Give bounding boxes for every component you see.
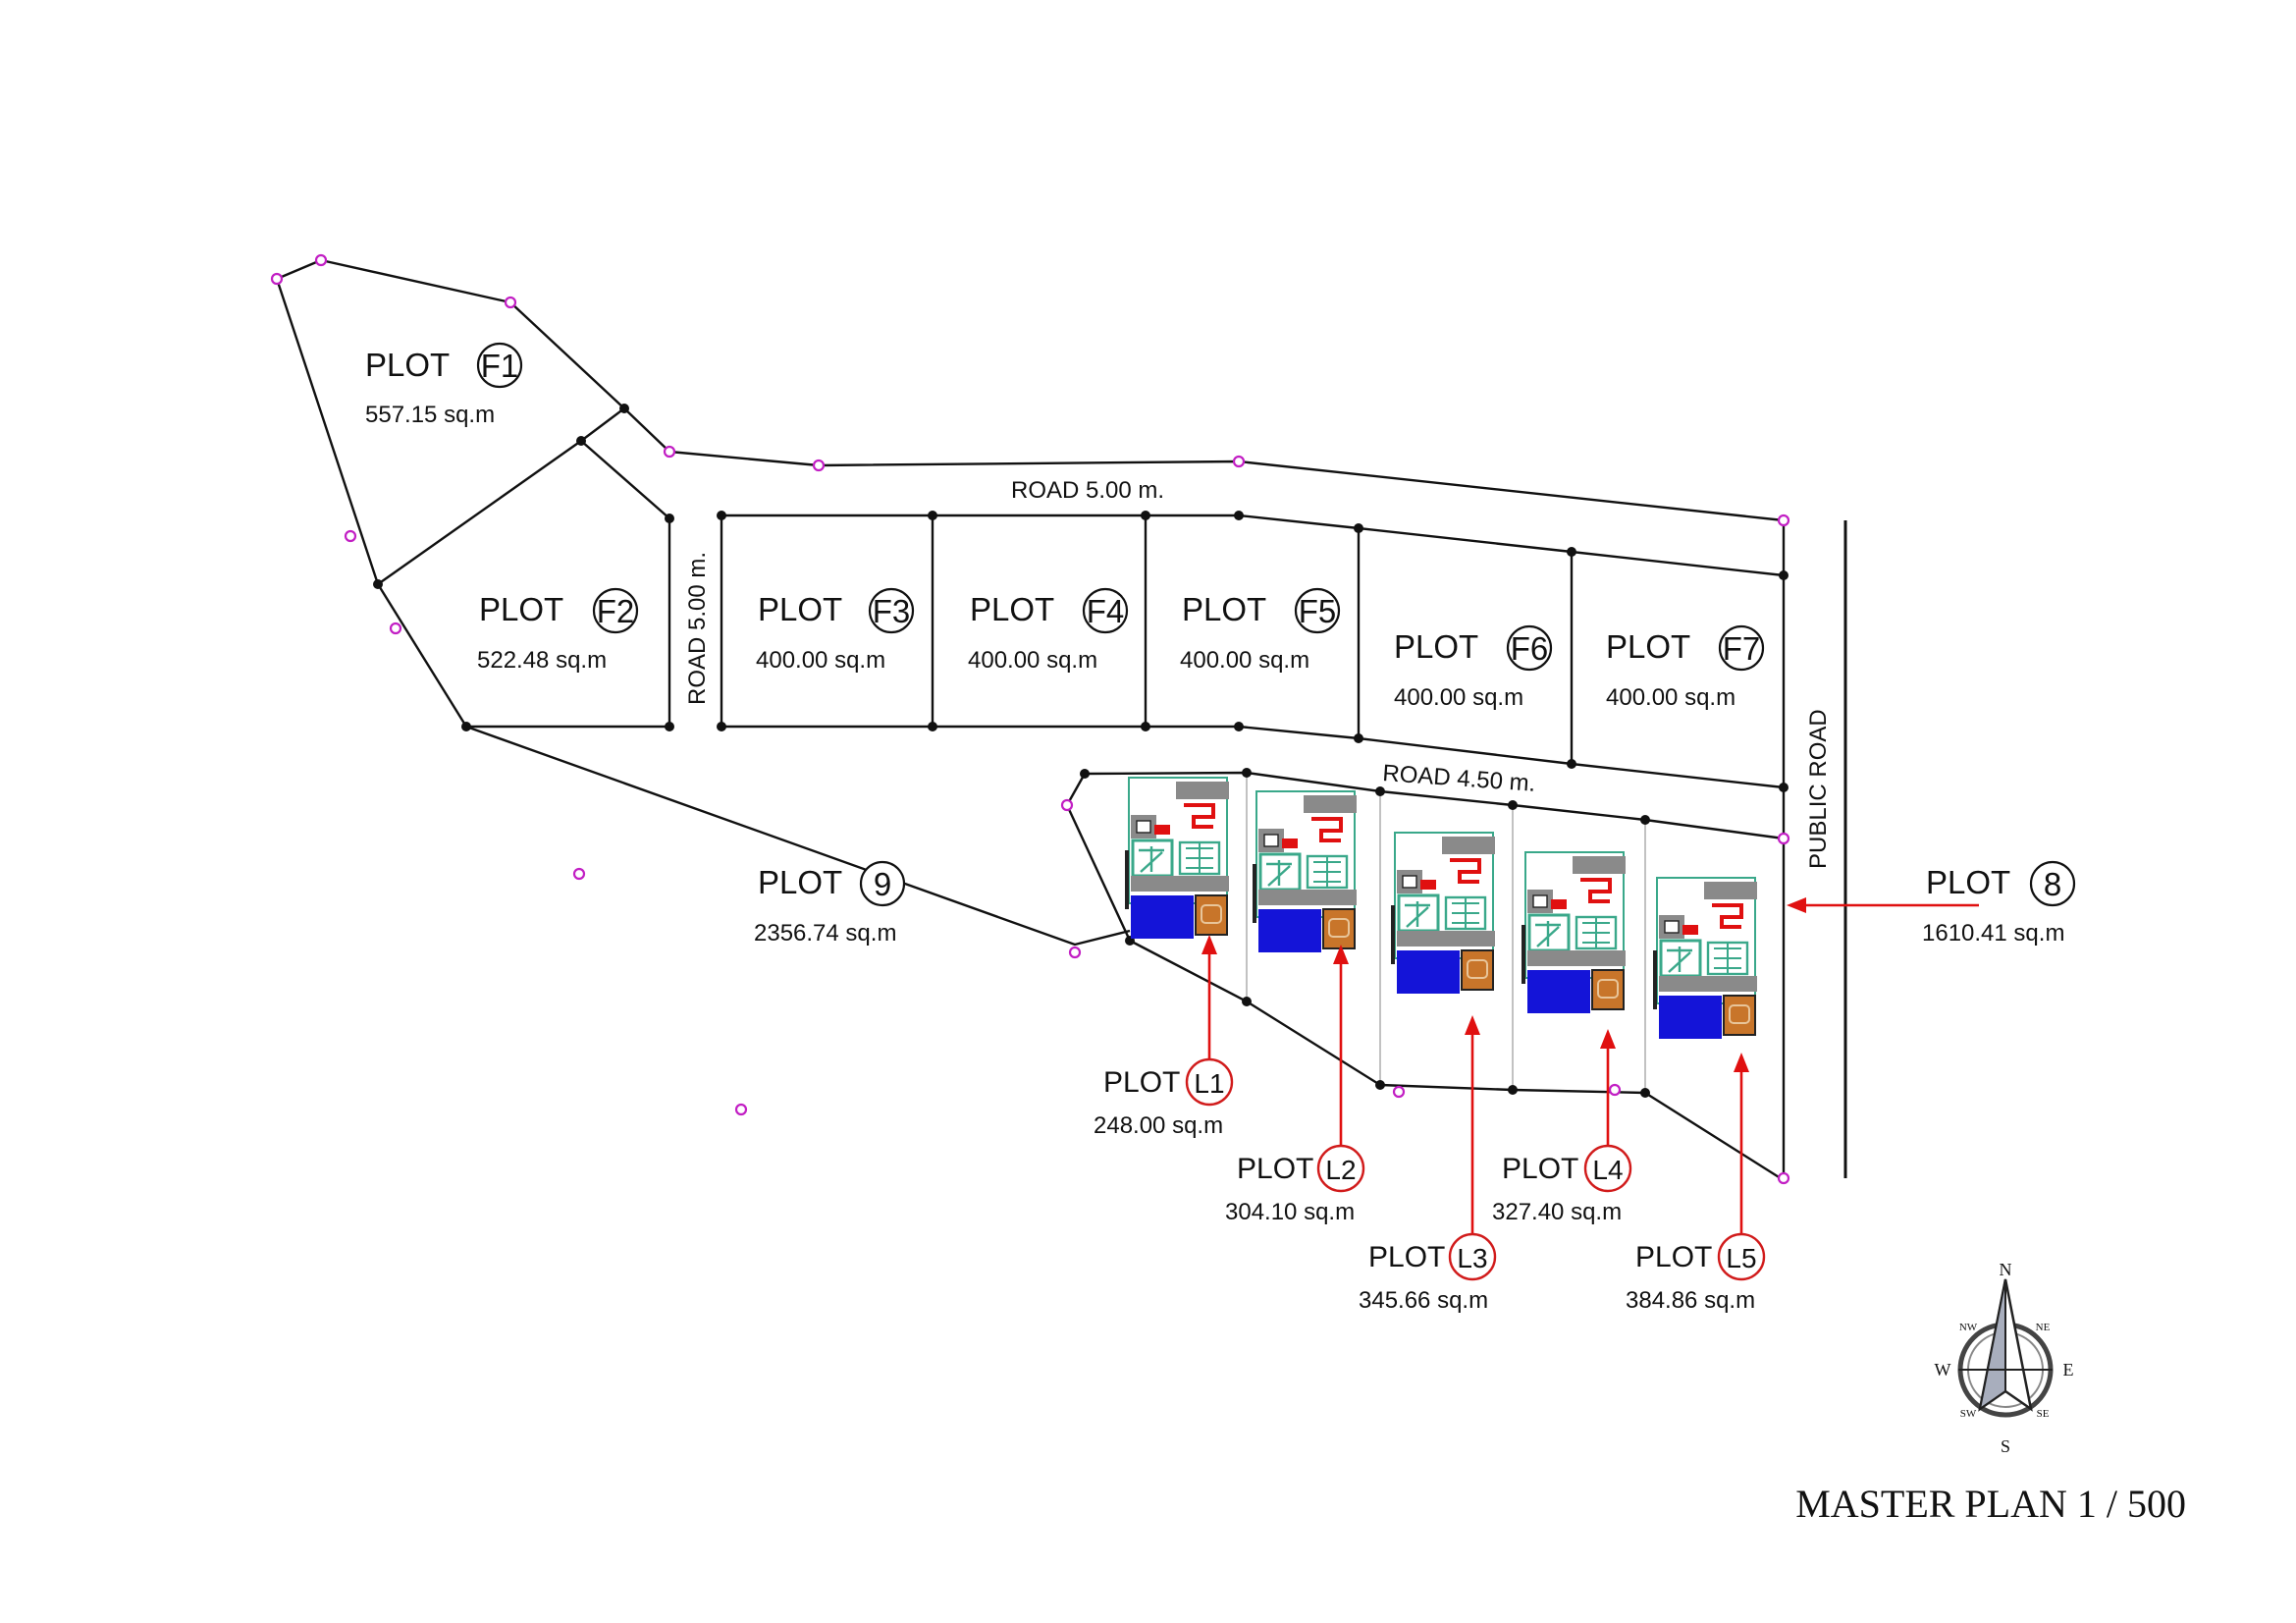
plot-f7-label: PLOT F7 400.00 sq.m [1606, 624, 1765, 711]
svg-text:L4: L4 [1592, 1155, 1623, 1185]
compass-s: S [2001, 1436, 2010, 1456]
boundary-f-row-top [721, 514, 1785, 577]
svg-text:PLOT: PLOT [479, 591, 563, 627]
svg-text:PLOT: PLOT [1926, 864, 2010, 900]
plot-f6-label: PLOT F6 400.00 sq.m [1394, 624, 1553, 711]
svg-text:PLOT: PLOT [1606, 628, 1690, 665]
villa-l4 [1520, 850, 1628, 1015]
plot-f5-label: PLOT F5 400.00 sq.m [1180, 587, 1341, 674]
plot-l3-label: PLOT L3 345.66 sq.m [1359, 1015, 1497, 1314]
svg-text:327.40 sq.m: 327.40 sq.m [1492, 1199, 1622, 1225]
svg-text:304.10 sq.m: 304.10 sq.m [1225, 1199, 1355, 1225]
svg-text:F3: F3 [873, 593, 911, 629]
svg-text:2356.74 sq.m: 2356.74 sq.m [754, 920, 896, 947]
boundary-f1-south [580, 407, 625, 442]
svg-text:PLOT: PLOT [1394, 628, 1478, 665]
svg-text:400.00 sq.m: 400.00 sq.m [968, 647, 1097, 674]
svg-text:F2: F2 [597, 593, 635, 629]
svg-text:PLOT: PLOT [365, 347, 450, 383]
svg-text:PLOT: PLOT [758, 591, 842, 627]
road-mid-label: ROAD 4.50 m. [1382, 760, 1537, 797]
road-side-label: ROAD 5.00 m. [684, 552, 711, 705]
boundary-outer-west [275, 258, 1131, 947]
svg-text:557.15 sq.m: 557.15 sq.m [365, 402, 495, 428]
villa-l2 [1251, 789, 1359, 954]
svg-text:PLOT: PLOT [1103, 1066, 1180, 1099]
villa-footprints [1123, 776, 1759, 1041]
plot-l5-label: PLOT L5 384.86 sq.m [1626, 1053, 1766, 1314]
svg-text:PLOT: PLOT [1368, 1241, 1445, 1273]
svg-text:400.00 sq.m: 400.00 sq.m [1180, 647, 1309, 674]
plot-l4-label: PLOT L4 327.40 sq.m [1492, 1029, 1632, 1225]
north-arrow-compass: N S E W NW NE SW SE [1935, 1260, 2074, 1456]
svg-text:248.00 sq.m: 248.00 sq.m [1094, 1112, 1223, 1139]
svg-text:PLOT: PLOT [1635, 1241, 1712, 1273]
villa-l5 [1651, 876, 1759, 1041]
compass-se: SE [2037, 1408, 2050, 1420]
villa-l1 [1123, 776, 1231, 941]
svg-text:F1: F1 [481, 348, 519, 384]
svg-text:F4: F4 [1087, 593, 1125, 629]
svg-text:522.48 sq.m: 522.48 sq.m [477, 647, 607, 674]
compass-w: W [1935, 1360, 1951, 1380]
svg-text:PLOT: PLOT [1237, 1153, 1313, 1185]
svg-text:L3: L3 [1457, 1243, 1487, 1273]
villa-l3 [1389, 831, 1497, 996]
road-top-label: ROAD 5.00 m. [1011, 477, 1164, 504]
boundary-north [623, 407, 1786, 1180]
svg-text:L2: L2 [1325, 1155, 1356, 1185]
compass-ne: NE [2036, 1322, 2051, 1333]
svg-text:400.00 sq.m: 400.00 sq.m [1606, 684, 1735, 711]
plot-f1-label: PLOT F1 557.15 sq.m [365, 342, 523, 428]
plot-f4-label: PLOT F4 400.00 sq.m [968, 587, 1129, 674]
svg-text:F6: F6 [1511, 630, 1549, 667]
boundary-l-row-bottom [1065, 773, 1785, 1182]
svg-text:1610.41 sq.m: 1610.41 sq.m [1922, 920, 2064, 947]
svg-text:PLOT: PLOT [970, 591, 1054, 627]
drawing-title: MASTER PLAN 1 / 500 [1795, 1482, 2186, 1526]
boundary-f-row-bottom [720, 515, 1785, 789]
plot-8-label: PLOT 8 1610.41 sq.m [1922, 860, 2076, 947]
svg-text:345.66 sq.m: 345.66 sq.m [1359, 1287, 1488, 1314]
svg-text:PLOT: PLOT [1182, 591, 1266, 627]
public-road-label: PUBLIC ROAD [1805, 709, 1832, 869]
svg-text:384.86 sq.m: 384.86 sq.m [1626, 1287, 1755, 1314]
svg-text:F7: F7 [1723, 630, 1761, 667]
compass-n: N [2000, 1260, 2012, 1279]
svg-text:L1: L1 [1194, 1068, 1224, 1099]
plot-f3-label: PLOT F3 400.00 sq.m [756, 587, 915, 674]
svg-text:L5: L5 [1726, 1243, 1756, 1273]
compass-e: E [2063, 1360, 2074, 1380]
svg-text:400.00 sq.m: 400.00 sq.m [756, 647, 885, 674]
svg-text:PLOT: PLOT [758, 864, 842, 900]
plot-l2-label: PLOT L2 304.10 sq.m [1225, 945, 1365, 1225]
compass-nw: NW [1959, 1322, 1978, 1333]
svg-text:F5: F5 [1299, 593, 1337, 629]
svg-text:400.00 sq.m: 400.00 sq.m [1394, 684, 1523, 711]
boundary-f2 [466, 440, 671, 729]
plot-9-label: PLOT 9 2356.74 sq.m [754, 860, 906, 947]
boundary-l-row-top [1084, 771, 1785, 840]
survey-markers [270, 253, 1790, 1185]
boundary-f1-f2 [377, 440, 582, 585]
svg-text:PLOT: PLOT [1502, 1153, 1578, 1185]
svg-text:8: 8 [2044, 866, 2061, 902]
plot-l1-label: PLOT L1 248.00 sq.m [1094, 935, 1234, 1139]
plot-f2-label: PLOT F2 522.48 sq.m [477, 587, 639, 674]
svg-text:9: 9 [874, 866, 891, 902]
compass-sw: SW [1960, 1408, 1977, 1420]
